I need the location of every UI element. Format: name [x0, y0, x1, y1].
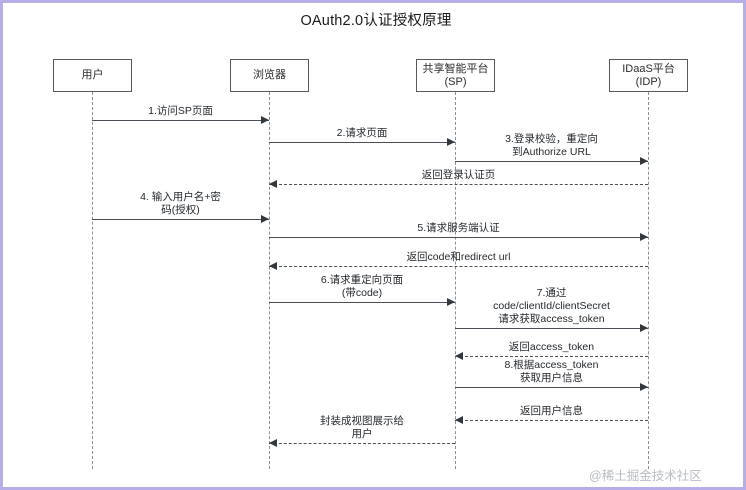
message-label: 1.访问SP页面 [148, 105, 213, 117]
arrowhead-icon [269, 262, 277, 270]
message-label: 7.通过code/clientId/clientSecret 请求获取acces… [493, 287, 610, 325]
sequence-diagram: OAuth2.0认证授权原理 用户 浏览器 共享智能平台 (SP) IDaaS平台 (… [3, 3, 743, 487]
message-line [92, 219, 269, 220]
message-label: 8.根据access_token获取用户信息 [504, 359, 599, 384]
message-label: 5.请求服务端认证 [417, 222, 500, 234]
arrowhead-icon [455, 416, 463, 424]
message-line [269, 237, 648, 238]
message-label: 返回用户信息 [520, 405, 583, 417]
message-line [269, 302, 455, 303]
message-label: 封装成视图展示给用户 [320, 415, 404, 440]
actor-box-sp[interactable]: 共享智能平台 (SP) [416, 59, 495, 92]
message-line [455, 420, 648, 421]
actor-box-idp[interactable]: IDaaS平台 (IDP) [609, 59, 688, 92]
arrowhead-icon [455, 352, 463, 360]
message-line [455, 328, 648, 329]
arrowhead-icon [640, 383, 648, 391]
message-line [455, 356, 648, 357]
message-label: 返回access_token [508, 341, 595, 353]
arrowhead-icon [261, 116, 269, 124]
watermark: @稀土掘金技术社区 [589, 469, 702, 483]
message-line [92, 120, 269, 121]
arrowhead-icon [269, 180, 277, 188]
message-line [455, 387, 648, 388]
actor-label-browser: 浏览器 [253, 69, 286, 81]
page-title: OAuth2.0认证授权原理 [300, 13, 452, 29]
actor-label-user: 用户 [81, 69, 104, 81]
actor-label-idp: IDaaS平台 (IDP) [622, 62, 675, 88]
message-line [269, 142, 455, 143]
actor-box-user[interactable]: 用户 [53, 59, 132, 92]
arrowhead-icon [447, 138, 455, 146]
message-label: 返回code和redirect url [406, 251, 511, 263]
message-label: 2.请求页面 [336, 127, 388, 139]
message-line [269, 266, 648, 267]
lifeline-browser [269, 92, 270, 469]
lifeline-sp [455, 92, 456, 469]
message-line [269, 443, 455, 444]
message-label: 4. 输入用户名+密码(授权) [140, 191, 221, 216]
message-label: 返回登录认证页 [421, 169, 496, 181]
arrowhead-icon [269, 439, 277, 447]
lifeline-user [92, 92, 93, 469]
arrowhead-icon [640, 324, 648, 332]
message-label: 3.登录校验，重定向到Authorize URL [505, 133, 598, 158]
arrowhead-icon [261, 215, 269, 223]
message-line [455, 161, 648, 162]
arrowhead-icon [447, 298, 455, 306]
message-line [269, 184, 648, 185]
arrowhead-icon [640, 157, 648, 165]
lifeline-idp [648, 92, 649, 469]
message-label: 6.请求重定向页面(带code) [320, 274, 404, 299]
arrowhead-icon [640, 233, 648, 241]
actor-box-browser[interactable]: 浏览器 [230, 59, 309, 92]
actor-label-sp: 共享智能平台 (SP) [422, 62, 489, 88]
